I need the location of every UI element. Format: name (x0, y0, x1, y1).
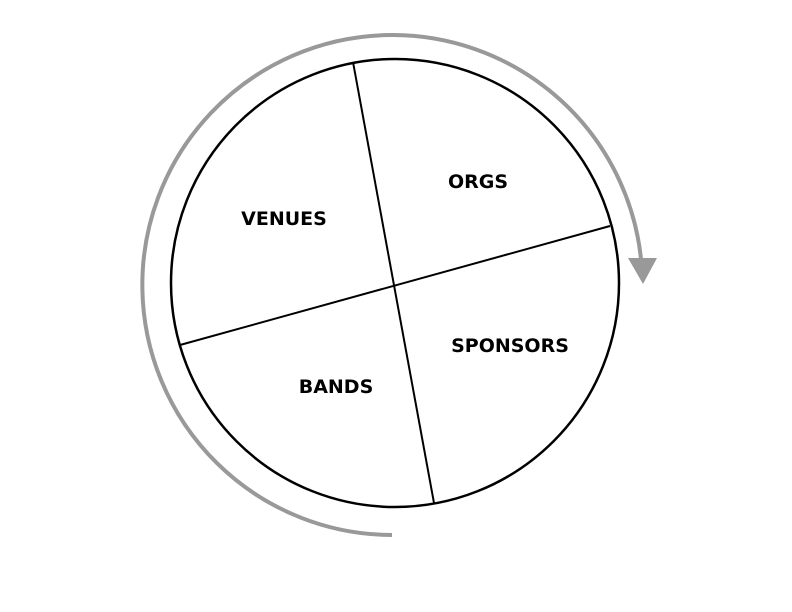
divider-line-1 (352, 61, 435, 504)
quadrant-label-venues: VENUES (241, 208, 327, 230)
quadrant-label-orgs: ORGS (448, 171, 508, 193)
cycle-arrow-head (628, 258, 657, 284)
cycle-arrow-arc (140, 33, 644, 537)
quadrant-label-sponsors: SPONSORS (451, 335, 569, 357)
divider-line-2 (179, 225, 611, 346)
main-circle (169, 57, 621, 509)
quadrant-label-bands: BANDS (299, 376, 374, 398)
